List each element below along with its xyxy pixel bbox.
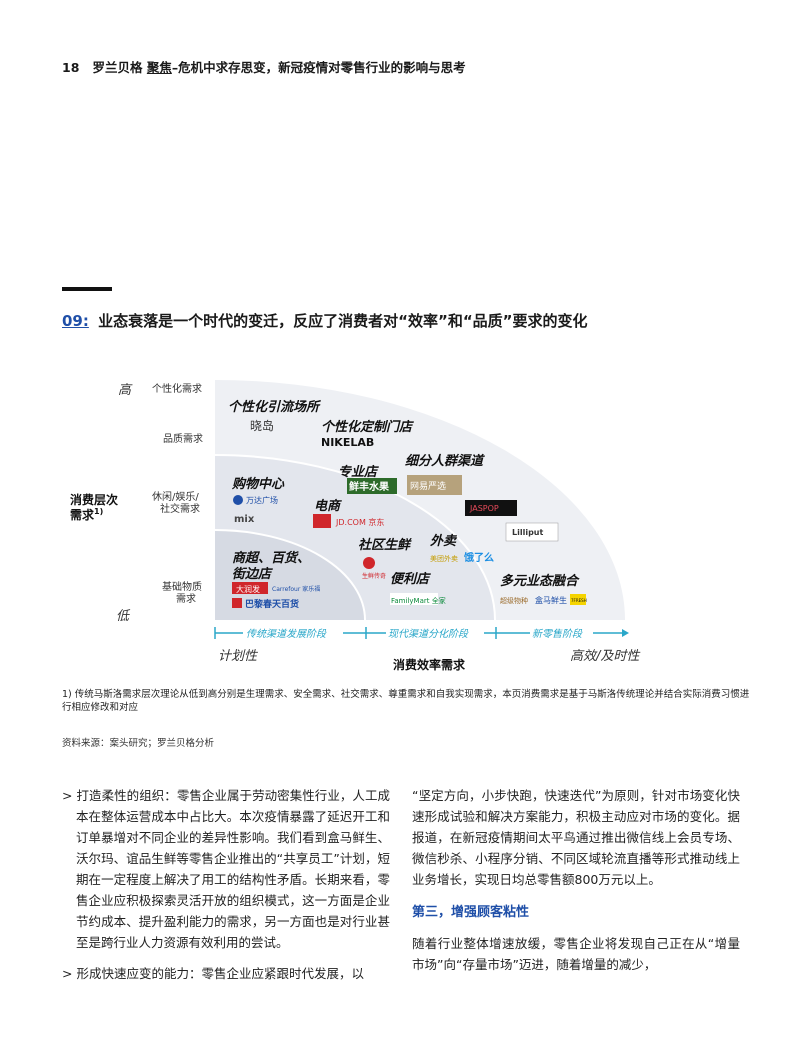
y-level-basic-line2: 需求 bbox=[176, 593, 196, 605]
format-personal-venue: 个性化引流场所 bbox=[228, 399, 322, 415]
y-high-label: 高 bbox=[118, 383, 133, 398]
format-ecommerce: 电商 bbox=[314, 498, 342, 514]
logo-rtmart: 大润发 bbox=[236, 584, 260, 594]
bullet-fast-response: > 形成快速应变的能力：零售企业应紧跟时代发展，以 bbox=[62, 966, 364, 981]
logo-bailian-icon bbox=[232, 598, 242, 608]
figure-source: 资料来源：案头研究；罗兰贝格分析 bbox=[62, 738, 215, 749]
logo-7fresh-bg bbox=[570, 594, 586, 605]
y-axis-title-line1: 消费层次 bbox=[70, 492, 118, 507]
y-axis-footnote-mark: 1) bbox=[94, 507, 103, 516]
format-niche-channel: 细分人群渠道 bbox=[405, 453, 485, 469]
logo-jaspop: JASPOP bbox=[469, 504, 499, 513]
logo-wanda: 万达广场 bbox=[246, 495, 278, 505]
y-level-social-line1: 休闲/娱乐/ bbox=[152, 490, 199, 503]
format-specialty-store: 专业店 bbox=[338, 464, 379, 480]
logo-familymart-bg bbox=[390, 593, 438, 605]
arc-outline-middle bbox=[214, 454, 496, 621]
logo-xianfeng: 鲜丰水果 bbox=[349, 480, 390, 493]
right-paragraph-2: 随着行业整体增速放缓，零售企业将发现自己正在从“增量市场”向“存量市场”迈进，随… bbox=[412, 936, 740, 972]
section-rule bbox=[62, 287, 112, 291]
logo-carrefour: Carrefour 家乐福 bbox=[272, 585, 320, 593]
section-subhead: 第三，增强顾客粘性 bbox=[412, 905, 530, 920]
format-supermarket: 商超、百货、街边店 bbox=[232, 550, 310, 582]
logo-shengxian-icon bbox=[363, 557, 375, 569]
stage-label-bg-3 bbox=[530, 626, 593, 640]
logo-lilliput: Lilliput bbox=[512, 528, 543, 537]
x-right-label: 高效/及时性 bbox=[570, 649, 641, 664]
logo-super-species: 超级物种 bbox=[500, 596, 528, 605]
stage-new-retail: 新零售阶段 bbox=[532, 628, 583, 640]
stage-modern: 现代渠道分化阶段 bbox=[388, 628, 469, 640]
y-level-personal: 个性化需求 bbox=[152, 382, 202, 395]
figure-footnote: 1) 传统马斯洛需求层次理论从低到高分别是生理需求、安全需求、社交需求、尊重需求… bbox=[62, 689, 750, 713]
logo-rtmart-bg bbox=[232, 582, 268, 594]
logo-jaspop-bg bbox=[465, 500, 517, 516]
stage-label-bg-1 bbox=[243, 626, 343, 640]
y-level-basic: 基础物质需求 bbox=[162, 580, 202, 605]
logo-yanxuan-bg bbox=[407, 475, 462, 495]
stage-label-bg-2 bbox=[386, 626, 484, 640]
x-left-label: 计划性 bbox=[218, 649, 259, 664]
brand-name: 罗兰贝格 bbox=[92, 60, 143, 75]
y-level-basic-line1: 基础物质 bbox=[162, 580, 202, 593]
bullet-flexible-org: > 打造柔性的组织：零售企业属于劳动密集性行业，人工成本在整体运营成本中占比大。… bbox=[62, 788, 390, 950]
logo-eleme: 饿了么 bbox=[463, 551, 494, 564]
logo-hema: 盒马鲜生 bbox=[535, 595, 567, 605]
logo-xianfeng-bg bbox=[347, 478, 397, 494]
y-axis-title-line2: 需求 bbox=[70, 507, 95, 522]
right-column: “坚定方向，小步快跑，快速迭代”为原则，针对市场变化快速形成试验和解决方案能力，… bbox=[412, 785, 740, 975]
y-axis-title: 消费层次需求1) bbox=[70, 492, 118, 522]
logo-meituan: 美团外卖 bbox=[430, 554, 458, 563]
logo-wanda-icon bbox=[233, 495, 243, 505]
left-column: > 打造柔性的组织：零售企业属于劳动密集性行业，人工成本在整体运营成本中占比大。… bbox=[62, 785, 390, 984]
y-level-social-line2: 社交需求 bbox=[160, 502, 200, 515]
y-low-label: 低 bbox=[116, 609, 131, 624]
format-convenience: 便利店 bbox=[390, 571, 431, 587]
logo-yanxuan: 网易严选 bbox=[410, 480, 446, 492]
arc-band-inner bbox=[215, 530, 365, 620]
stage-traditional: 传统渠道发展阶段 bbox=[246, 628, 327, 640]
logo-nikelab: NIKELAB bbox=[321, 436, 374, 449]
logo-mix: mix bbox=[234, 514, 255, 525]
header-title: –危机中求存思变，新冠疫情对零售行业的影响与思考 bbox=[171, 60, 466, 75]
figure-number: 09: bbox=[62, 312, 89, 330]
figure-title-text: 业态衰落是一个时代的变迁，反应了消费者对“效率”和“品质”要求的变化 bbox=[98, 312, 588, 330]
consumption-diagram: 高 个性化需求 品质需求 休闲/娱乐/社交需求 基础物质需求 低 消费层次需求1… bbox=[70, 380, 641, 672]
y-level-quality: 品质需求 bbox=[163, 433, 203, 445]
right-paragraph-1: “坚定方向，小步快跑，快速迭代”为原则，针对市场变化快速形成试验和解决方案能力，… bbox=[412, 788, 740, 887]
format-community-fresh: 社区生鲜 bbox=[358, 537, 412, 553]
format-mall: 购物中心 bbox=[231, 476, 285, 492]
logo-7fresh: 7FRESH bbox=[571, 598, 587, 603]
format-custom-store: 个性化定制门店 bbox=[321, 419, 414, 435]
format-supermarket-line1: 商超、百货、 bbox=[232, 550, 310, 566]
section-name: 聚焦 bbox=[146, 60, 172, 75]
logo-jd: JD.COM 京东 bbox=[335, 517, 384, 527]
logo-xiaodao: 晓岛 bbox=[250, 418, 274, 433]
figure-title: 09: 业态衰落是一个时代的变迁，反应了消费者对“效率”和“品质”要求的变化 bbox=[62, 310, 588, 331]
logo-shengxian: 生鲜传奇 bbox=[362, 572, 386, 580]
format-omni: 多元业态融合 bbox=[500, 573, 580, 589]
y-level-social: 休闲/娱乐/社交需求 bbox=[152, 490, 200, 515]
x-axis-title: 消费效率需求 bbox=[393, 657, 466, 672]
format-supermarket-line2: 街边店 bbox=[232, 566, 273, 582]
logo-lilliput-bg bbox=[505, 522, 559, 542]
logo-familymart: FamilyMart 全家 bbox=[391, 596, 446, 605]
logo-paris-spring: 巴黎春天百货 bbox=[245, 598, 299, 610]
arc-outline-inner bbox=[214, 529, 366, 621]
x-axis-arrow bbox=[622, 629, 629, 637]
format-delivery: 外卖 bbox=[429, 533, 458, 549]
page-number: 18 bbox=[62, 60, 80, 75]
logo-tmall-icon bbox=[313, 514, 331, 528]
running-header: 18 罗兰贝格 聚焦–危机中求存思变，新冠疫情对零售行业的影响与思考 bbox=[62, 57, 466, 76]
